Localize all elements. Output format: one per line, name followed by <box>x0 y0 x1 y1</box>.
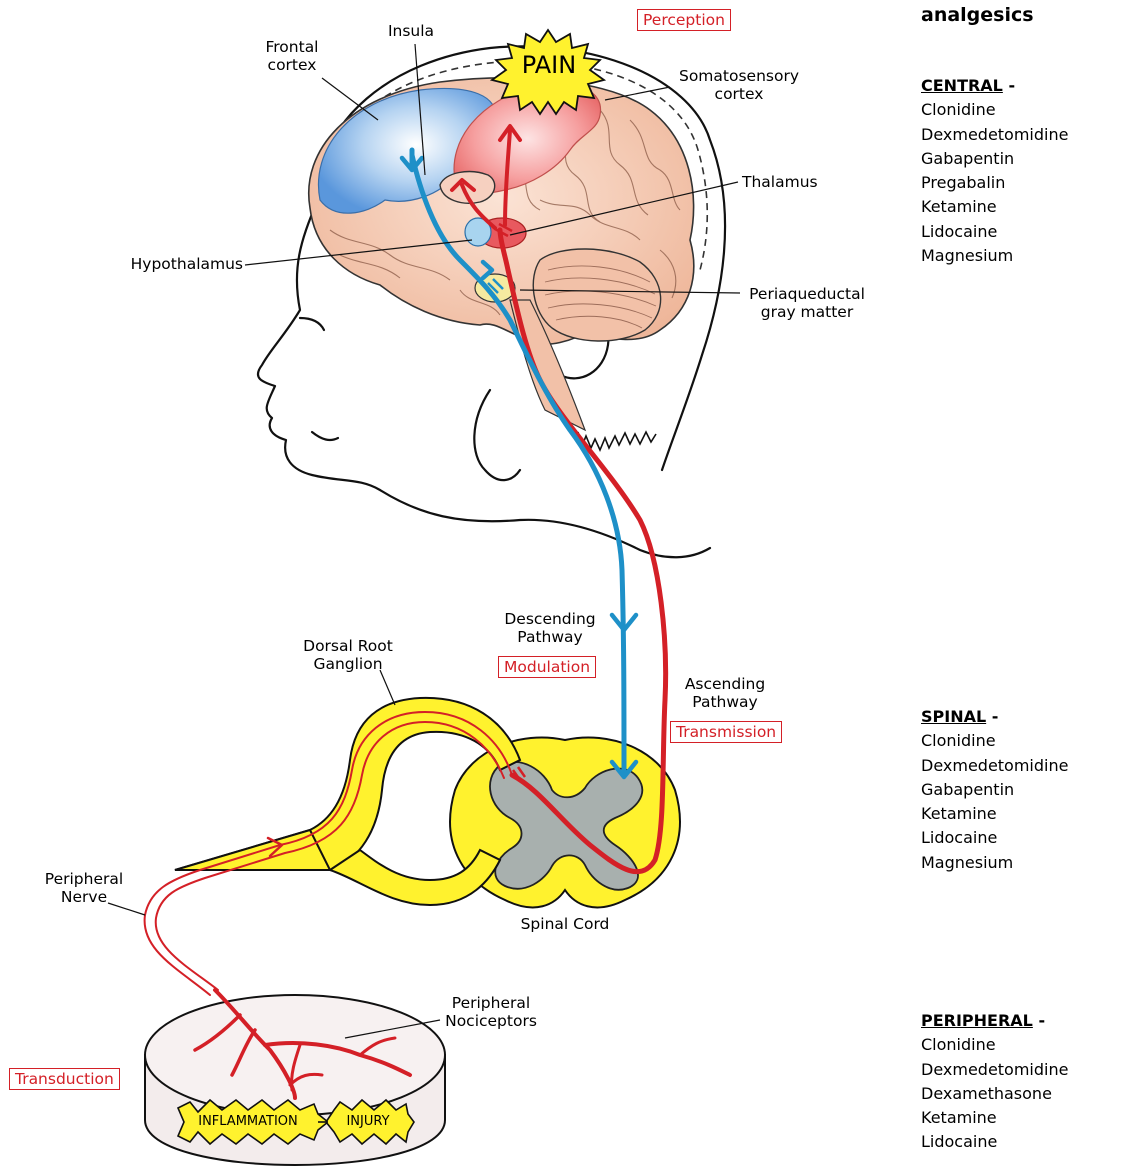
modulation-label: Modulation <box>498 656 596 678</box>
drug-item: Gabapentin <box>921 778 1068 802</box>
drg-label: Dorsal Root Ganglion <box>288 637 408 673</box>
drug-item: Ketamine <box>921 195 1068 219</box>
drug-item: Magnesium <box>921 851 1068 875</box>
drug-item: Dexmedetomidine <box>921 123 1068 147</box>
pain-label: PAIN <box>505 52 593 78</box>
peripheral-drug-group: PERIPHERAL - Clonidine Dexmedetomidine D… <box>921 1009 1068 1155</box>
drug-item: Lidocaine <box>921 826 1068 850</box>
drug-item: Dexamethasone <box>921 1082 1068 1106</box>
drug-item: Lidocaine <box>921 1130 1068 1154</box>
drug-item: Gabapentin <box>921 147 1068 171</box>
ascending-pathway-label: Ascending Pathway <box>670 675 780 711</box>
descending-pathway-label: Descending Pathway <box>490 610 610 646</box>
drug-item: Ketamine <box>921 1106 1068 1130</box>
peripheral-nerve-label: Peripheral Nerve <box>34 870 134 906</box>
spinal-heading: SPINAL - <box>921 705 1068 729</box>
perception-label: Perception <box>637 9 731 31</box>
peripheral-nociceptors-label: Peripheral Nociceptors <box>436 994 546 1030</box>
central-heading: CENTRAL - <box>921 74 1068 98</box>
drug-item: Dexmedetomidine <box>921 1058 1068 1082</box>
drug-item: Ketamine <box>921 802 1068 826</box>
pag-label: Periaqueductal gray matter <box>742 285 872 321</box>
injury-label: INJURY <box>330 1114 406 1129</box>
transduction-label: Transduction <box>9 1068 120 1090</box>
spinal-drug-group: SPINAL - Clonidine Dexmedetomidine Gabap… <box>921 705 1068 875</box>
drug-item: Lidocaine <box>921 220 1068 244</box>
inflammation-label: INFLAMMATION <box>184 1114 312 1129</box>
analgesics-title: analgesics <box>921 4 1034 26</box>
central-drug-group: CENTRAL - Clonidine Dexmedetomidine Gaba… <box>921 74 1068 268</box>
brain <box>309 78 694 430</box>
hypothalamus-label: Hypothalamus <box>100 255 243 273</box>
drug-item: Clonidine <box>921 729 1068 753</box>
frontal-cortex-label: Frontal cortex <box>252 38 332 74</box>
drug-item: Pregabalin <box>921 171 1068 195</box>
drug-item: Magnesium <box>921 244 1068 268</box>
spinal-cord-label: Spinal Cord <box>505 915 625 933</box>
somatosensory-cortex-label: Somatosensory cortex <box>664 67 814 103</box>
drug-item: Clonidine <box>921 1033 1068 1057</box>
insula-label: Insula <box>376 22 446 40</box>
thalamus-label: Thalamus <box>742 173 818 191</box>
peripheral-heading: PERIPHERAL - <box>921 1009 1068 1033</box>
transmission-label: Transmission <box>670 721 782 743</box>
drug-item: Dexmedetomidine <box>921 754 1068 778</box>
drug-item: Clonidine <box>921 98 1068 122</box>
